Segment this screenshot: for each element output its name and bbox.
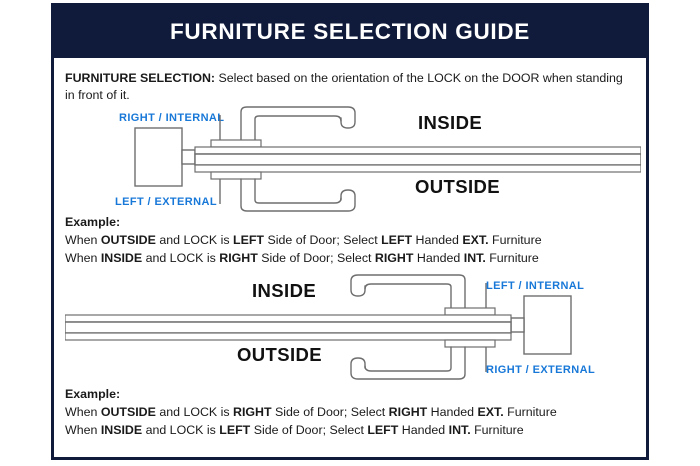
- e2l1-pre: When: [65, 404, 101, 419]
- door-core: [194, 153, 641, 167]
- e2l2-c: LEFT: [367, 422, 399, 437]
- example-one: Example: When OUTSIDE and LOCK is LEFT S…: [65, 214, 635, 267]
- card-body: FURNITURE SELECTION: Select based on the…: [54, 58, 646, 457]
- e1l2-d: INT.: [463, 250, 486, 265]
- example-one-line-1: When OUTSIDE and LOCK is LEFT Side of Do…: [65, 232, 635, 250]
- e2l1-d: EXT.: [477, 404, 504, 419]
- door-face-outside-2: [65, 332, 512, 341]
- inside-rose-plate-2: [444, 307, 496, 316]
- door-face-inside: [194, 146, 641, 156]
- e1l1-end: Furniture: [488, 233, 542, 248]
- e2l1-a: OUTSIDE: [100, 404, 156, 419]
- e2l1-end: Furniture: [503, 404, 557, 419]
- outside-rose-plate-2: [444, 339, 496, 348]
- label-left-internal: LEFT / INTERNAL: [486, 280, 584, 292]
- inside-lever-outer-2: [350, 274, 466, 309]
- lock-left-door-svg: RIGHT / INTERNAL LEFT / EXTERNAL: [115, 106, 641, 213]
- title-bar: FURNITURE SELECTION GUIDE: [54, 6, 646, 58]
- e1l2-b: RIGHT: [219, 250, 258, 265]
- label-right-external: RIGHT / EXTERNAL: [486, 364, 595, 376]
- e2l2-end: Furniture: [470, 422, 524, 437]
- lock-latch: [181, 149, 196, 166]
- caption-outside-2: OUTSIDE: [237, 344, 322, 365]
- inside-rose-plate: [210, 139, 262, 149]
- example-two-line-2: When INSIDE and LOCK is LEFT Side of Doo…: [65, 422, 635, 440]
- e1l1-c: LEFT: [381, 233, 413, 248]
- lock-latch-2: [510, 317, 525, 333]
- e2l2-mid: and LOCK is: [142, 422, 220, 437]
- outside-lever-inner: [254, 178, 342, 205]
- inside-lever-inner-2: [364, 283, 452, 309]
- e1l2-mid2: Side of Door; Select: [257, 250, 375, 265]
- outside-lever-outer-2: [350, 346, 466, 380]
- lock-body-2: [523, 295, 572, 355]
- example-one-title: Example:: [65, 215, 121, 230]
- e2l1-mid3: Handed: [427, 404, 478, 419]
- page-title: FURNITURE SELECTION GUIDE: [169, 19, 530, 44]
- intro-text: Select based on the orientation of the L…: [65, 71, 623, 102]
- e1l2-end: Furniture: [485, 250, 539, 265]
- e1l2-c: RIGHT: [374, 250, 414, 265]
- e2l1-c: RIGHT: [388, 404, 428, 419]
- e1l2-mid: and LOCK is: [142, 250, 220, 265]
- e1l1-mid3: Handed: [412, 233, 463, 248]
- outside-lever-outer: [240, 178, 356, 213]
- e2l1-b: RIGHT: [233, 404, 272, 419]
- diagram-two: LEFT / INTERNAL RIGHT / EXTERNAL INSIDE …: [65, 273, 635, 385]
- caption-inside-2: INSIDE: [252, 280, 316, 301]
- e1l1-a: OUTSIDE: [100, 233, 156, 248]
- e2l2-d: INT.: [448, 422, 471, 437]
- e2l2-pre: When: [65, 422, 101, 437]
- door-face-inside-2: [65, 314, 512, 323]
- e1l2-a: INSIDE: [100, 250, 143, 265]
- e2l1-mid: and LOCK is: [155, 404, 234, 419]
- e2l1-mid2: Side of Door; Select: [271, 404, 389, 419]
- example-two-line-1: When OUTSIDE and LOCK is RIGHT Side of D…: [65, 404, 635, 422]
- intro-paragraph: FURNITURE SELECTION: Select based on the…: [65, 70, 635, 103]
- e1l2-mid3: Handed: [413, 250, 464, 265]
- guide-card: FURNITURE SELECTION GUIDE FURNITURE SELE…: [51, 3, 649, 460]
- e1l1-d: EXT.: [462, 233, 489, 248]
- e1l1-b: LEFT: [233, 233, 265, 248]
- example-one-line-2: When INSIDE and LOCK is RIGHT Side of Do…: [65, 250, 635, 268]
- inside-lever-inner: [254, 115, 342, 142]
- caption-outside: OUTSIDE: [415, 176, 500, 197]
- e2l2-mid2: Side of Door; Select: [250, 422, 368, 437]
- e1l1-mid: and LOCK is: [155, 233, 234, 248]
- inside-lever-outer: [240, 106, 356, 142]
- outside-lever-inner-2: [364, 346, 452, 372]
- door-core-2: [65, 321, 512, 334]
- e2l2-mid3: Handed: [398, 422, 449, 437]
- outside-rose-plate: [210, 171, 262, 181]
- lock-body: [134, 127, 183, 188]
- e2l2-a: INSIDE: [100, 422, 143, 437]
- door-face-outside: [194, 164, 641, 174]
- e1l2-pre: When: [65, 250, 101, 265]
- caption-inside: INSIDE: [418, 112, 482, 133]
- example-two: Example: When OUTSIDE and LOCK is RIGHT …: [65, 386, 635, 439]
- lock-right-door-svg: LEFT / INTERNAL RIGHT / EXTERNAL INSIDE …: [65, 274, 595, 380]
- label-left-external: LEFT / EXTERNAL: [115, 196, 217, 208]
- e1l1-mid2: Side of Door; Select: [264, 233, 382, 248]
- label-right-internal: RIGHT / INTERNAL: [119, 112, 224, 124]
- e1l1-pre: When: [65, 233, 101, 248]
- diagram-one: RIGHT / INTERNAL LEFT / EXTERNAL: [65, 105, 641, 213]
- e2l2-b: LEFT: [219, 422, 251, 437]
- intro-label: FURNITURE SELECTION:: [65, 71, 216, 85]
- example-two-title: Example:: [65, 387, 121, 402]
